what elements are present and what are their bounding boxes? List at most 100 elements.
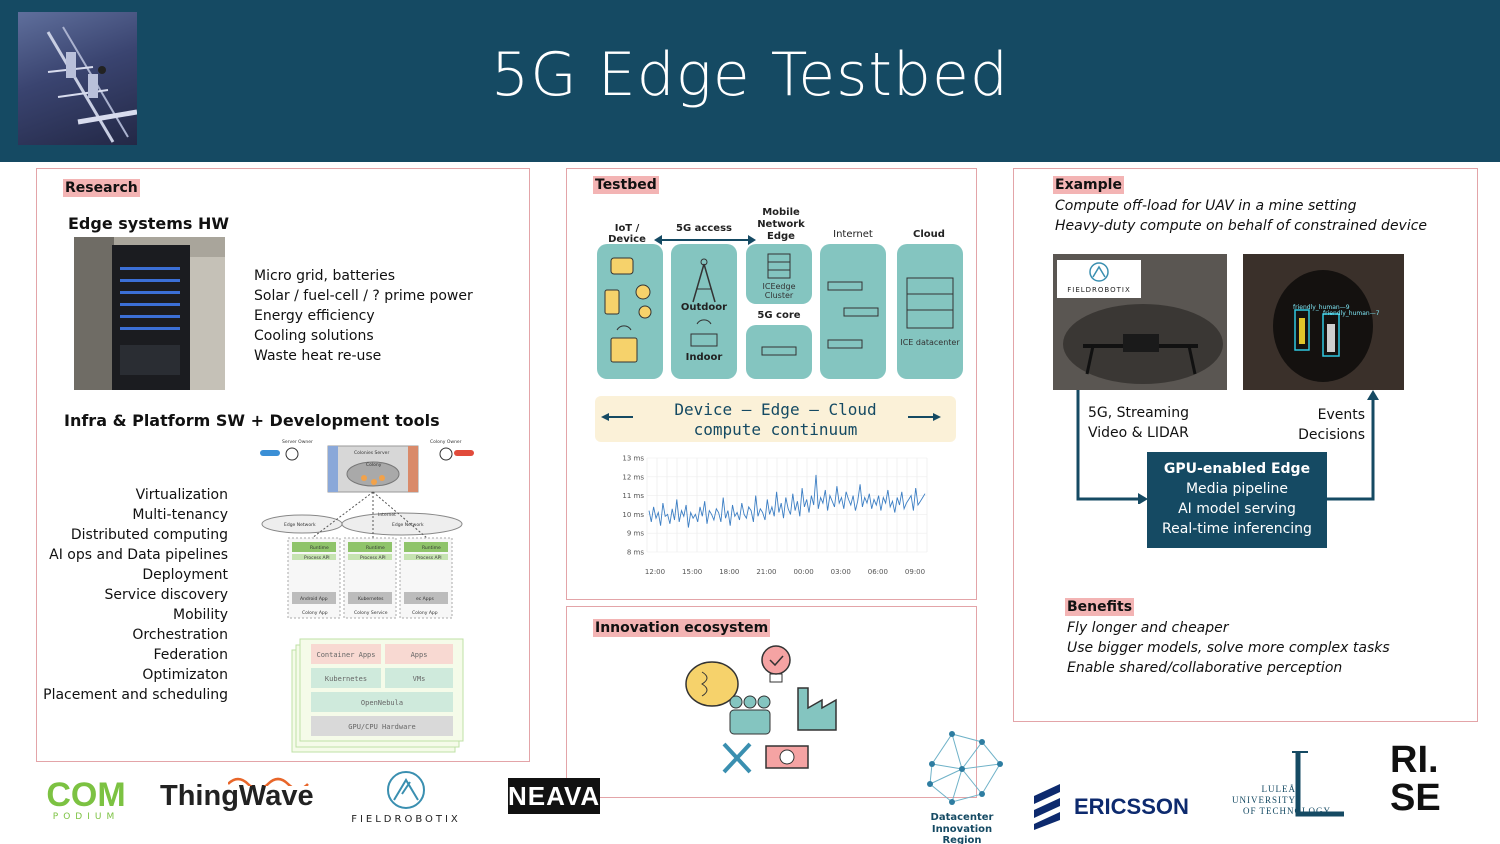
- container-apps-label: Container Apps: [316, 651, 375, 659]
- colony-owner-label: Colony Owner: [430, 439, 462, 445]
- column-label-5g-access: 5G access: [676, 223, 732, 234]
- continuum-banner: Device – Edge – Cloud compute continuum: [595, 396, 956, 442]
- sw-item: AI ops and Data pipelines: [49, 547, 228, 563]
- process-api-label: Process API: [304, 555, 330, 561]
- y-tick-label: 12 ms: [622, 473, 644, 481]
- datacenter-logo-line1: Datacenter: [930, 812, 994, 823]
- fieldrobotix-photo-text: FIELDROBOTIX: [1067, 286, 1131, 294]
- detection-label: friendly_human—9: [1293, 304, 1350, 311]
- lulea-logo-line2: UNIVERSITY: [1232, 795, 1296, 805]
- sw-item: Virtualization: [135, 487, 228, 503]
- benefit-item: Use bigger models, solve more complex ta…: [1067, 640, 1390, 656]
- runtime-label: Runtime: [366, 545, 385, 551]
- x-tick-label: 21:00: [756, 568, 776, 576]
- gpu-edge-line: Media pipeline: [1185, 481, 1289, 497]
- lightbulb-icon: [761, 645, 791, 683]
- neava-logo-text: NEAVA: [508, 781, 601, 811]
- 5g-core-column: [746, 325, 812, 379]
- hw-item: Waste heat re-use: [254, 348, 382, 364]
- lulea-logo-line1: LULEÅ: [1261, 784, 1296, 794]
- router-icon: [761, 346, 797, 356]
- detection-label: friendly_human—7: [1323, 310, 1380, 317]
- cluster-icon: [767, 253, 791, 279]
- benefits-tag: Benefits: [1065, 598, 1135, 616]
- column-label-iot: IoT / Device: [608, 223, 646, 245]
- sw-item: Distributed computing: [70, 527, 228, 543]
- page-title: 5G Edge Testbed: [491, 40, 1009, 110]
- compodium-logo: COM PODIUM: [40, 776, 132, 824]
- testbed-panel: [566, 168, 977, 600]
- column-label-internet: Internet: [833, 229, 873, 240]
- testbed-tag: Testbed: [593, 176, 659, 194]
- fieldrobotix-logo: FIELDROBOTIX: [340, 770, 472, 828]
- hw-item: Solar / fuel-cell / ? prime power: [254, 288, 473, 304]
- internet-column: [820, 244, 886, 379]
- mine-tunnel-photo: friendly_human—9 friendly_human—7: [1243, 254, 1404, 390]
- kubernetes-stack-label: Kubernetes: [325, 675, 367, 683]
- edge-hw-heading: Edge systems HW: [68, 214, 230, 233]
- colonies-server-label: Colonies Server: [354, 450, 389, 456]
- sw-item: Federation: [153, 647, 228, 663]
- header-bar: 5G Edge Testbed: [0, 0, 1500, 162]
- sw-item: Deployment: [142, 567, 228, 583]
- hw-item: Energy efficiency: [254, 308, 375, 324]
- edge-cluster-column: ICEedge Cluster: [746, 244, 812, 304]
- edge-network-label: Edge Network: [392, 522, 424, 528]
- kubernetes-label: Kubernetes: [358, 596, 384, 602]
- upload-flow-label: Video & LIDAR: [1088, 425, 1189, 441]
- hardware-label: GPU/CPU Hardware: [348, 723, 415, 731]
- edge-network-label: Edge Network: [284, 522, 316, 528]
- y-tick-label: 11 ms: [622, 492, 644, 500]
- brain-icon: [685, 661, 739, 707]
- fieldrobotix-photo-badge: FIELDROBOTIX: [1057, 260, 1141, 298]
- result-flow-label: Events: [1317, 407, 1365, 423]
- people-icon: [729, 695, 771, 735]
- hw-item: Cooling solutions: [254, 328, 374, 344]
- server-rack-photo: [74, 237, 225, 390]
- cloud-column: ICE datacenter: [897, 244, 963, 379]
- x-tick-label: 09:00: [905, 568, 925, 576]
- money-icon: [765, 745, 809, 769]
- benefit-item: Enable shared/collaborative perception: [1067, 660, 1343, 676]
- example-tag: Example: [1053, 176, 1124, 194]
- result-flow-label: Decisions: [1298, 427, 1365, 443]
- colony-app-label: Colony App: [412, 610, 438, 616]
- x-tick-label: 12:00: [645, 568, 665, 576]
- platform-stack-diagram: Container Apps Apps Kubernetes VMs OpenN…: [291, 638, 464, 753]
- y-tick-label: 8 ms: [627, 549, 644, 557]
- gpu-edge-line: AI model serving: [1178, 501, 1296, 517]
- factory-icon: [797, 687, 837, 731]
- sw-item: Optimizaton: [142, 667, 228, 683]
- runtime-label: Runtime: [422, 545, 441, 551]
- continuum-arrows: [601, 413, 941, 421]
- antenna-tower-icon: [46, 26, 137, 143]
- 5g-access-column: Outdoor Indoor: [671, 244, 737, 379]
- research-tag: Research: [63, 179, 140, 197]
- continuum-line-1: Device – Edge – Cloud: [674, 400, 877, 419]
- gpu-edge-box: GPU-enabled Edge Media pipeline AI model…: [1147, 452, 1327, 548]
- x-tick-label: 15:00: [682, 568, 702, 576]
- compodium-logo-subtext: PODIUM: [52, 812, 120, 822]
- antenna-icon: [690, 258, 718, 347]
- column-label-mobile-edge: Mobile Network Edge: [757, 207, 805, 242]
- process-api-label: Process API: [360, 555, 386, 561]
- antenna-tower-photo: [18, 12, 137, 145]
- lulea-logo-line3: OF TECHNOLOGY: [1242, 806, 1332, 816]
- benefit-item: Fly longer and cheaper: [1067, 620, 1229, 636]
- colonies-architecture-diagram: Server Owner Colony Owner Colonies Serve…: [260, 439, 474, 619]
- lulea-logo: LULEÅ UNIVERSITY OF TECHNOLOGY: [1212, 748, 1352, 824]
- sw-item: Orchestration: [132, 627, 228, 643]
- x-tick-label: 18:00: [719, 568, 739, 576]
- hw-item: Micro grid, batteries: [254, 268, 396, 284]
- example-line: Compute off-load for UAV in a mine setti…: [1055, 198, 1357, 214]
- sw-heading: Infra & Platform SW + Development tools: [64, 411, 440, 430]
- colony-app-label: Colony App: [302, 610, 328, 616]
- vms-label: VMs: [413, 675, 426, 683]
- y-tick-label: 10 ms: [622, 511, 644, 519]
- sw-item: Service discovery: [104, 587, 228, 603]
- y-tick-label: 9 ms: [627, 530, 644, 538]
- fieldrobotix-logo-text: FIELDROBOTIX: [351, 814, 461, 825]
- ericsson-logo-text: ERICSSON: [1074, 794, 1189, 819]
- ericsson-logo: ERICSSON: [1030, 782, 1189, 830]
